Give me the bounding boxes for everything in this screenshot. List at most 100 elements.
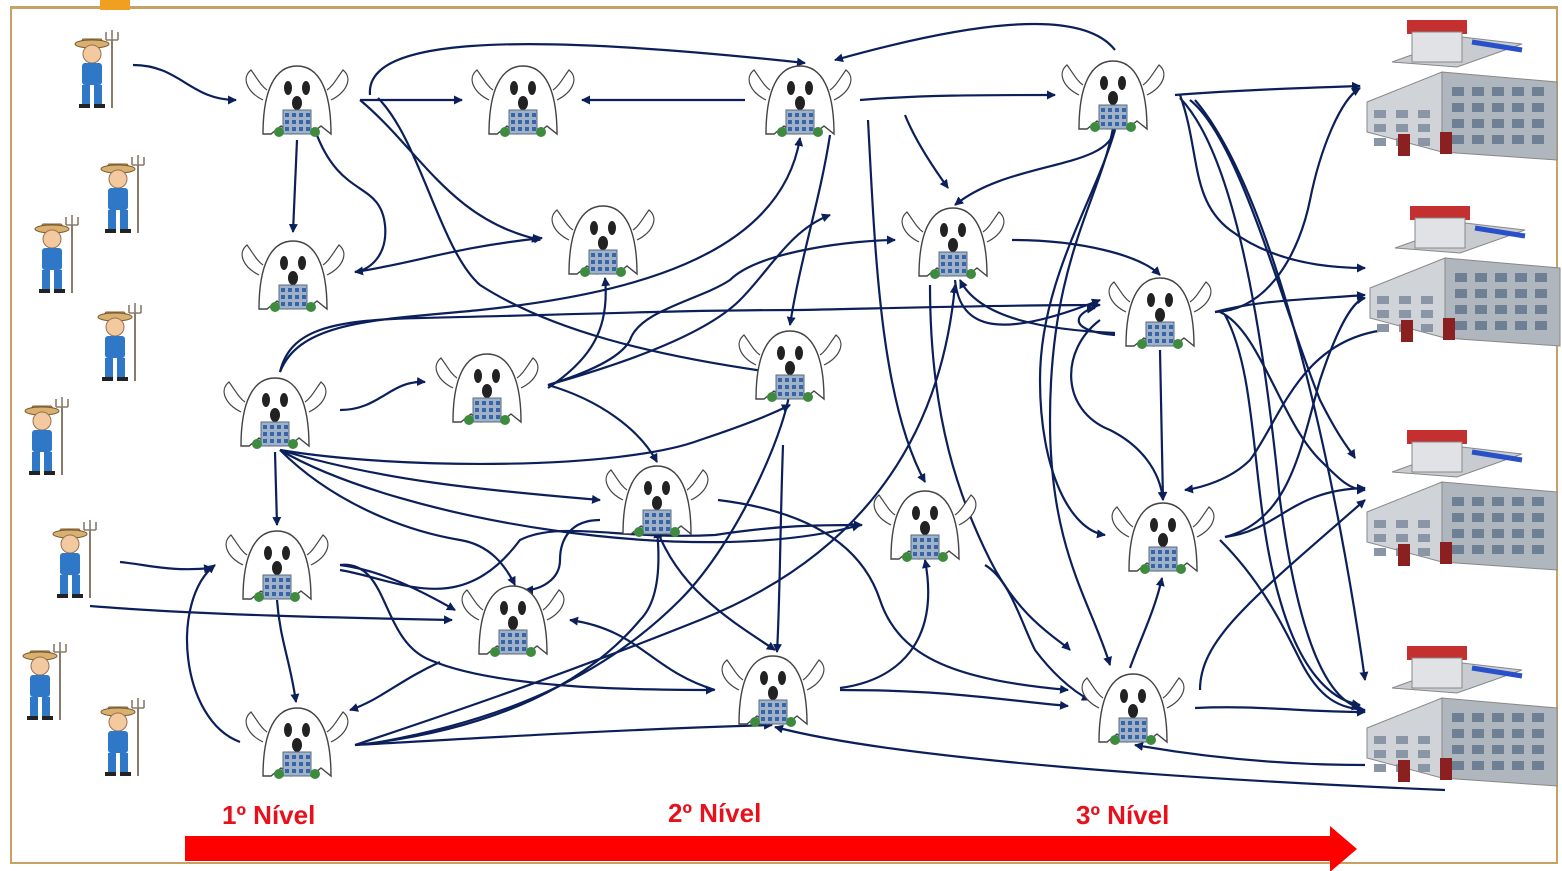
connection-arrow [859, 90, 1056, 102]
farmer-icon [24, 397, 69, 475]
connection-arrows [89, 22, 1446, 792]
connection-arrow [339, 377, 426, 412]
farmer-icon [34, 215, 79, 293]
connection-arrow [569, 616, 716, 692]
ghost-building-icon [721, 655, 825, 727]
ghost-building-icon [1081, 673, 1185, 745]
corner-tab [100, 0, 130, 10]
connection-arrow [1184, 328, 1386, 494]
connection-arrow [786, 134, 832, 326]
connection-arrow [928, 284, 1071, 651]
connection-arrow [1194, 706, 1366, 717]
level-label-1: 1º Nível [222, 800, 316, 830]
connection-arrow [772, 444, 785, 653]
building-icon [1366, 646, 1558, 787]
level-label-3: 3º Nível [1076, 800, 1170, 830]
connection-arrow [89, 604, 453, 625]
connection-arrow [839, 559, 931, 690]
ghost-building-icon [241, 240, 345, 312]
ghost-building-icon [471, 65, 575, 137]
farmer-icon [100, 155, 145, 233]
building-icon [1366, 20, 1558, 161]
connection-arrow [186, 564, 241, 744]
connection-arrow [1134, 741, 1366, 767]
connection-arrow [1038, 129, 1117, 539]
ghost-building-icon [901, 207, 1005, 279]
connection-arrow [547, 213, 831, 387]
building-icon [1369, 206, 1561, 347]
connection-arrow [1224, 483, 1366, 539]
ghost-building-icon [225, 530, 329, 602]
connection-arrow [839, 688, 1069, 710]
ghost-building-icon [245, 65, 349, 137]
farmer-icon [22, 642, 67, 720]
connection-arrow [954, 127, 1117, 206]
connection-arrow [1174, 81, 1361, 97]
ghost-building-icon [738, 330, 842, 402]
connection-arrow [339, 520, 863, 590]
connection-arrow [354, 720, 773, 747]
ghost-building-icon [1111, 502, 1215, 574]
connection-arrow [1011, 238, 1161, 276]
connection-arrow [1214, 87, 1361, 314]
connection-arrow [774, 724, 1446, 792]
farmer-icon [97, 303, 142, 381]
connection-arrow [379, 384, 795, 744]
connection-arrow [1179, 97, 1361, 711]
ghost-building-icon [245, 707, 349, 779]
ghost-building-icon [223, 377, 327, 449]
connection-arrow [717, 498, 1069, 694]
connection-arrow [1048, 127, 1115, 666]
connection-arrow [339, 563, 456, 611]
connection-arrow [903, 114, 949, 189]
connection-arrow [547, 277, 611, 389]
connection-arrow [547, 235, 896, 387]
connection-arrow [1128, 577, 1165, 669]
level-label-2: 2º Nível [668, 798, 762, 828]
connection-arrow [1198, 499, 1366, 691]
diagram-frame [10, 6, 1558, 864]
connection-arrow [1214, 291, 1366, 314]
connection-arrow [1189, 99, 1356, 459]
ghost-building-icon [1061, 60, 1165, 132]
connection-arrow [547, 383, 658, 463]
connection-arrow [313, 129, 387, 276]
connection-arrow [834, 22, 1116, 63]
connection-arrow [279, 404, 791, 466]
farmer-icon [74, 30, 119, 108]
farmer-icon [52, 520, 97, 598]
connection-arrow [1194, 99, 1369, 681]
connection-arrow [354, 529, 663, 747]
ghost-building-icon [605, 465, 709, 537]
connection-arrow [1224, 295, 1366, 539]
connection-arrow [1224, 314, 1361, 709]
building-icon [1366, 430, 1558, 571]
ghost-building-icon [435, 353, 539, 425]
connection-arrow [279, 448, 601, 504]
ghost-building-icon [1108, 277, 1212, 349]
connection-arrow [275, 599, 300, 703]
connection-arrow [132, 63, 237, 105]
connection-arrow [524, 518, 601, 595]
connection-arrow [1178, 94, 1366, 273]
ghost-building-icon [748, 65, 852, 137]
connection-arrow [984, 564, 1091, 701]
connection-arrow [359, 99, 541, 243]
connection-arrow [272, 451, 282, 526]
nodes [22, 20, 1561, 787]
ghost-building-icon [873, 490, 977, 562]
connection-arrow [278, 137, 804, 373]
connection-arrow [655, 529, 776, 651]
connection-arrow [1077, 304, 1116, 337]
connection-arrow [377, 97, 771, 376]
connection-arrow [1219, 310, 1366, 495]
connection-arrow [349, 660, 441, 712]
level-progress-arrow [185, 826, 1357, 871]
ghost-building-icon [461, 585, 565, 657]
level-progress-arrow-shape [185, 826, 1357, 871]
connection-arrow [288, 139, 299, 233]
farmer-icon [100, 698, 145, 776]
connection-arrow [339, 563, 715, 695]
connection-arrow [354, 284, 959, 747]
